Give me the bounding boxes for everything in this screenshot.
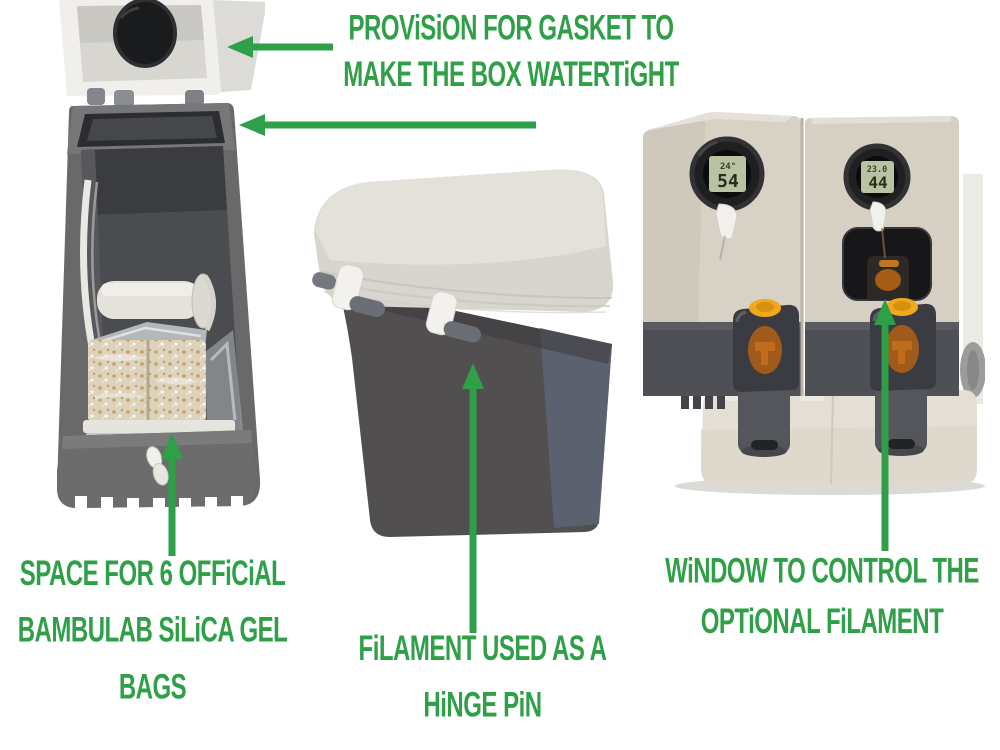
- annotation-gasket: PROViSiON FOR GASKET TO MAKE THE BOX WAT…: [317, 6, 705, 99]
- annotation-silica-line2: BAMBULAB SiLiCA GEL: [17, 611, 288, 651]
- annotation-gasket-line2: MAKE THE BOX WATERTiGHT: [343, 55, 679, 95]
- hygrometer-right-temperature: 23.0: [867, 165, 887, 175]
- tower-feet: [681, 396, 725, 409]
- annotation-hinge: FiLAMENT USED AS A HiNGE PiN: [330, 621, 635, 734]
- filament-hinge-clips: [312, 264, 481, 343]
- silica-gel-bags: [88, 340, 206, 422]
- annotation-silica-line1: SPACE FOR 6 OFFiCiAL: [19, 554, 286, 594]
- side-panel: [960, 174, 985, 404]
- closed-drybox-photo: [312, 169, 614, 537]
- annotation-silica-line3: BAGS: [118, 667, 187, 707]
- thumb-latch: [146, 446, 169, 486]
- hygrometer-right-humidity: 44: [868, 173, 887, 192]
- mounted-dryboxes-photo: 24° 54 23.0 44: [643, 112, 985, 495]
- filament-window: [842, 227, 932, 301]
- hygrometer-left-temperature: 24°: [720, 162, 736, 172]
- lid-hygrometer-back: [113, 0, 177, 68]
- annotation-gasket-line1: PROViSiON FOR GASKET TO: [348, 8, 675, 49]
- annotation-window: WiNDOW TO CONTROL THE OPTiONAL FiLAMENT: [648, 546, 996, 648]
- hygrometer-right: 23.0 44: [843, 143, 911, 211]
- ptfe-fitting-left: [715, 203, 738, 261]
- arrow-gasket-rim-icon: [239, 114, 536, 136]
- annotation-silica: SPACE FOR 6 OFFiCiAL BAMBULAB SiLiCA GEL…: [0, 546, 305, 716]
- hygrometer-left-humidity: 54: [717, 171, 739, 192]
- drybox-body: [338, 286, 612, 537]
- annotation-hinge-line2: HiNGE PiN: [423, 686, 542, 726]
- spool-edge: [80, 179, 103, 353]
- hygrometer-left: 24° 54: [689, 136, 765, 212]
- box-feet: [75, 496, 243, 512]
- spool-hub: [97, 273, 216, 332]
- annotation-hinge-line1: FiLAMENT USED AS A: [358, 629, 607, 669]
- annotation-window-line1: WiNDOW TO CONTROL THE: [665, 551, 979, 591]
- annotation-window-line2: OPTiONAL FiLAMENT: [700, 602, 944, 642]
- ptfe-fitting-right: [869, 201, 887, 259]
- hinge-tabs: [87, 88, 204, 107]
- gasket-groove: [77, 111, 225, 147]
- drybox-lid-closed: [314, 169, 614, 314]
- spool-canister-right: [868, 296, 938, 458]
- open-drybox-photo: [57, 0, 265, 512]
- spool-canister-left: [731, 297, 801, 459]
